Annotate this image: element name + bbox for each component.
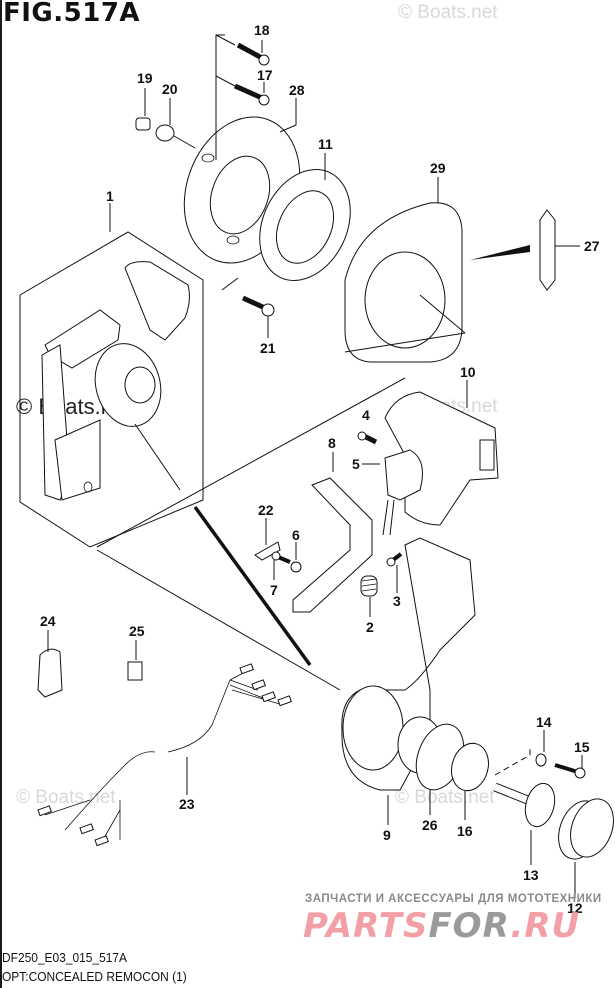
screw-leader-17	[215, 75, 236, 87]
clamp-25	[127, 661, 143, 681]
switch-wire-2	[389, 499, 395, 536]
brand-logo-for: FOR	[428, 906, 511, 946]
part-label-8: 8	[328, 435, 336, 451]
switch-5	[384, 449, 423, 501]
part-label-9: 9	[383, 827, 391, 843]
plate-16	[451, 742, 489, 792]
washer-leader	[173, 135, 196, 149]
screw-18	[236, 42, 270, 66]
part-label-6: 6	[292, 527, 300, 543]
left-border	[0, 0, 2, 988]
part-label-22: 22	[258, 502, 274, 518]
screw-7	[271, 551, 291, 564]
brand-logo: PARTSFOR.RU	[303, 906, 580, 946]
assembly-lower-frame	[96, 377, 406, 548]
part-label-23: 23	[179, 796, 195, 812]
part-label-20: 20	[162, 81, 178, 97]
assembly-axis-line	[193, 505, 312, 667]
leader-line	[134, 423, 181, 491]
part-label-10: 10	[460, 364, 476, 380]
part-label-4: 4	[362, 407, 370, 423]
spring-2	[360, 575, 378, 597]
screw-21-leader	[221, 277, 239, 291]
washer-14	[535, 753, 547, 767]
ring-11	[259, 169, 351, 281]
part-label-3: 3	[393, 593, 401, 609]
dashed-leader	[494, 748, 531, 776]
screw-3	[386, 552, 403, 567]
watermark-top: © Boats.net	[398, 2, 498, 23]
figure-code: DF250_E03_015_517A	[2, 950, 128, 965]
gasket-leader	[419, 294, 466, 334]
switch-wire	[382, 499, 389, 536]
assembly-lower-frame-2	[96, 549, 341, 691]
part-label-21: 21	[260, 340, 276, 356]
part-label-12: 12	[567, 900, 583, 916]
screw-17	[233, 83, 270, 106]
part-label-1: 1	[106, 188, 114, 204]
leader-28	[279, 98, 297, 133]
washer-20	[155, 124, 175, 142]
part-label-5: 5	[352, 456, 360, 472]
figure-title: FIG.517A	[3, 0, 141, 28]
part-label-11: 11	[318, 136, 333, 152]
screw-21	[241, 295, 275, 317]
brand-tagline: ЗАПЧАСТИ И АКСЕССУАРЫ ДЛЯ МОТОТЕХНИКИ	[305, 893, 602, 905]
watermark-bottom-right: © Boats.net	[395, 787, 495, 808]
cap-12	[558, 798, 614, 860]
part-label-7: 7	[270, 582, 278, 598]
gasket-29	[344, 202, 463, 363]
part-label-28: 28	[289, 82, 305, 98]
part-label-14: 14	[536, 714, 552, 730]
screw-4	[357, 431, 378, 445]
part-label-2: 2	[366, 619, 374, 635]
part-label-24: 24	[40, 613, 56, 629]
part-label-15: 15	[574, 739, 590, 755]
assembly-1-frame	[19, 231, 204, 548]
figure-description: OPT:CONCEALED REMOCON (1)	[2, 969, 187, 984]
part-label-25: 25	[129, 623, 145, 639]
watermark-bottom-left: © Boats.net	[16, 787, 116, 808]
part-label-13: 13	[523, 867, 539, 883]
clip-22	[254, 541, 281, 561]
screw-leader-18	[215, 34, 236, 46]
brand-logo-parts: PARTS	[303, 906, 429, 946]
holder-24	[37, 648, 63, 698]
screw-15	[554, 763, 586, 779]
remote-control-unit	[41, 261, 190, 501]
part-label-16: 16	[457, 823, 473, 839]
gasket-leader-2	[344, 332, 466, 353]
lever-8	[292, 477, 373, 613]
part-label-18: 18	[254, 22, 270, 38]
brand-logo-ru: .RU	[510, 906, 581, 946]
clip-27	[470, 209, 556, 291]
part-label-29: 29	[430, 160, 446, 176]
nut-19	[135, 117, 151, 131]
part-label-19: 19	[137, 70, 153, 86]
wire-harness-23	[37, 663, 292, 847]
part-label-26: 26	[422, 817, 438, 833]
part-label-17: 17	[257, 67, 273, 83]
shaft-13	[493, 782, 556, 828]
washer-6	[290, 561, 302, 573]
part-label-27: 27	[584, 238, 600, 254]
